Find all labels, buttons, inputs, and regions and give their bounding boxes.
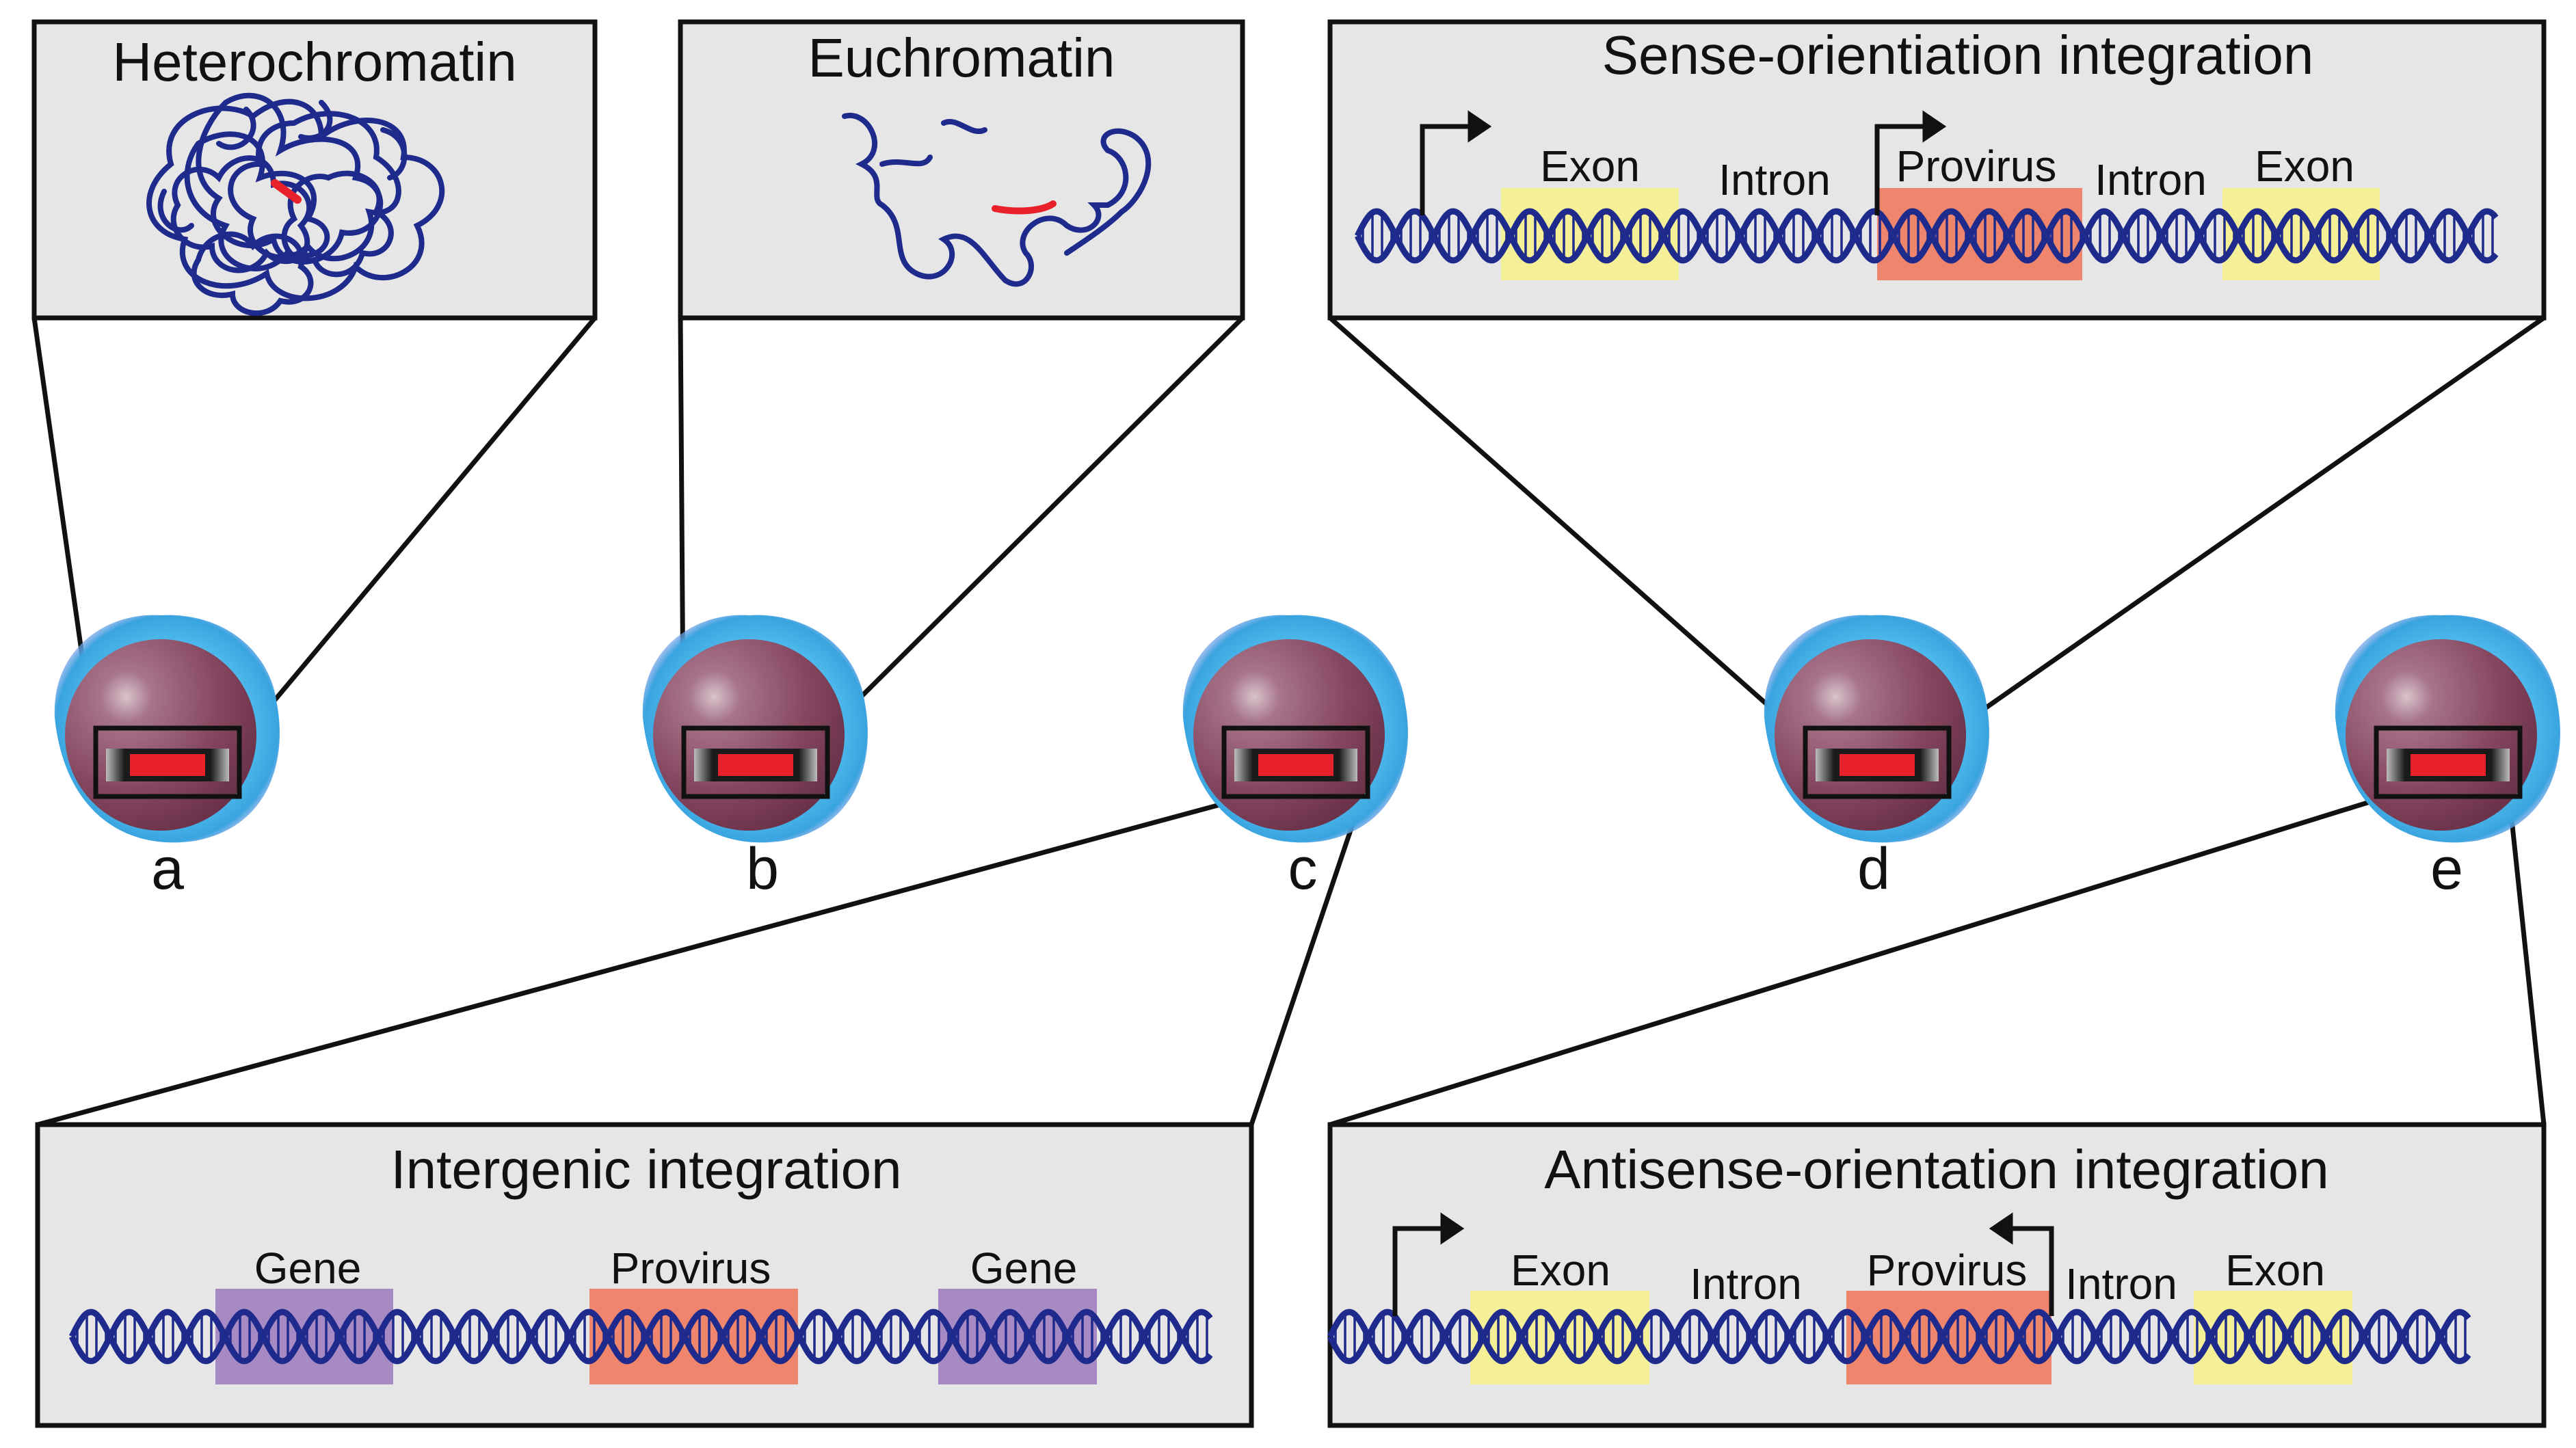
- nucleus: [653, 639, 845, 831]
- zoom-line-c-left: [37, 797, 1238, 1127]
- segment-label: Intron: [2095, 155, 2207, 204]
- provirus-marker: [1840, 754, 1915, 776]
- panel-title: Antisense-orientation integration: [1544, 1139, 2328, 1200]
- panel-heterochromatin: Heterochromatin: [31, 19, 598, 321]
- cell-d: d: [1764, 615, 1989, 902]
- cell-label: d: [1857, 836, 1890, 902]
- provirus-marker: [130, 754, 205, 776]
- condensed-chromatin-tangle: [146, 92, 445, 316]
- segment-label: Exon: [1511, 1246, 1610, 1295]
- panel-title: Euchromatin: [808, 27, 1115, 88]
- segment-label: Exon: [2255, 142, 2354, 191]
- cell-label: c: [1288, 836, 1318, 902]
- reverse-transcription-arrow-icon: [1989, 1212, 2054, 1316]
- transcription-start-arrow-icon: [1392, 1212, 1465, 1316]
- segment-label: Intron: [2065, 1259, 2177, 1309]
- transcription-start-arrow-icon: [1420, 110, 1492, 215]
- dna-helix: [68, 1309, 1213, 1365]
- nucleus: [2346, 639, 2537, 831]
- zoom-box: [681, 725, 830, 799]
- segment-label: Gene: [970, 1244, 1078, 1293]
- provirus-marker: [2411, 754, 2486, 776]
- segment-label: Provirus: [1867, 1246, 2028, 1295]
- nucleus: [65, 639, 256, 831]
- segment-label: Provirus: [1896, 142, 2057, 191]
- panel-sense-orientation: Sense-orientiation integration Exon Intr…: [1327, 19, 2547, 321]
- panel-title: Sense-orientiation integration: [1602, 25, 2314, 85]
- segment-label: Gene: [254, 1244, 362, 1293]
- provirus-site: [271, 179, 302, 204]
- base-pair-rungs: [76, 1313, 1208, 1360]
- panel-euchromatin: Euchromatin: [678, 19, 1245, 321]
- zoom-box: [93, 725, 242, 799]
- segment-label: Provirus: [611, 1244, 771, 1293]
- cell-e: e: [2335, 615, 2560, 902]
- cell-c: c: [1182, 615, 1408, 902]
- dna-helix: [1327, 1309, 2471, 1365]
- panel-frame: [31, 19, 598, 321]
- dna-helix: [1354, 208, 2499, 264]
- segment-label: Intron: [1690, 1259, 1802, 1309]
- zoom-box: [2374, 725, 2523, 799]
- segment-label: Exon: [2225, 1246, 2325, 1295]
- nucleus: [1775, 639, 1966, 831]
- zoom-line-d-left: [1328, 316, 1807, 740]
- cell-a: a: [54, 615, 280, 902]
- cell-label: e: [2430, 836, 2463, 902]
- dna-strand: [1327, 1309, 2471, 1365]
- provirus-site: [992, 200, 1057, 215]
- nucleus: [1193, 639, 1385, 831]
- panel-title: Heterochromatin: [112, 31, 516, 92]
- panel-antisense-orientation: Antisense-orientation integration Exon I…: [1327, 1122, 2547, 1428]
- zoom-lines: [31, 316, 2547, 1127]
- provirus-marker: [1258, 754, 1333, 776]
- zoom-line-d-right: [1940, 316, 2546, 740]
- cell-label: b: [746, 836, 779, 902]
- zoom-box: [1803, 725, 1952, 799]
- zoom-line-e-right: [2507, 799, 2547, 1125]
- segment-label: Intron: [1718, 155, 1831, 204]
- provirus-marker: [718, 754, 793, 776]
- cells-row: a b c d e: [54, 615, 2560, 902]
- cell-b: b: [642, 615, 868, 902]
- panel-title: Intergenic integration: [390, 1139, 901, 1200]
- zoom-line-b-right: [817, 316, 1245, 740]
- dna-strand: [68, 1309, 1213, 1365]
- zoom-line-e-left: [1329, 797, 2378, 1127]
- cell-label: a: [151, 836, 184, 902]
- zoom-box: [1221, 725, 1370, 799]
- dna-strand: [1354, 208, 2499, 264]
- transcription-start-arrow-icon: [1874, 110, 1947, 215]
- zoom-line-c-right: [1249, 799, 1364, 1126]
- open-chromatin-strand: [842, 112, 1152, 287]
- open-chromatin-strand: [879, 119, 987, 167]
- segment-label: Exon: [1540, 142, 1640, 191]
- zoom-line-a-right: [241, 316, 597, 740]
- panel-intergenic: Intergenic integration Gene Provirus Gen…: [35, 1122, 1254, 1428]
